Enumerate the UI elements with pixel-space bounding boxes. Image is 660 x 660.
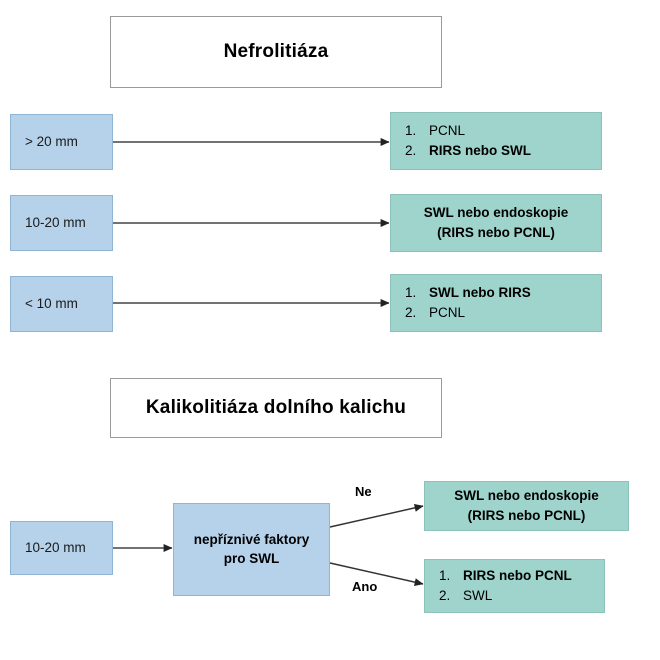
outcome-list: 1. PCNL 2. RIRS nebo SWL [391,121,601,160]
section-title-text: Nefrolitiáza [223,40,329,62]
outcome-item-number: 1. [439,568,451,584]
outcome-item-label: RIRS nebo PCNL [463,568,572,584]
outcome-item-number: 1. [405,123,417,139]
outcome-box-gt-20mm[interactable]: 1. PCNL 2. RIRS nebo SWL [390,112,602,170]
outcome-item-label: PCNL [429,305,466,320]
outcome-item-number: 2. [405,143,417,158]
outcome-item-number: 1. [405,285,417,301]
outcome-box-branch-no[interactable]: SWL nebo endoskopie (RIRS nebo PCNL) [424,481,629,531]
outcome-item-label: SWL [463,588,493,603]
outcome-list-item: 2. SWL [439,586,604,606]
outcome-box-branch-yes[interactable]: 1. RIRS nebo PCNL 2. SWL [424,559,605,613]
outcome-box-10-20mm[interactable]: SWL nebo endoskopie (RIRS nebo PCNL) [390,194,602,252]
section-title-nefrolitiaza: Nefrolitiáza [110,16,442,88]
input-box-lt-10mm[interactable]: < 10 mm [10,276,113,332]
input-box-label: 10-20 mm [25,214,86,230]
outcome-item-number: 2. [439,588,451,603]
outcome-line: (RIRS nebo PCNL) [467,508,586,523]
outcome-box-lt-10mm[interactable]: 1. SWL nebo RIRS 2. PCNL [390,274,602,332]
outcome-line: SWL nebo endoskopie [454,488,599,504]
input-box-label: > 20 mm [25,133,78,149]
outcome-item-number: 2. [405,305,417,320]
decision-line: pro SWL [223,550,280,566]
section-title-text: Kalikolitiáza dolního kalichu [145,396,407,418]
outcome-item-label: PCNL [429,123,466,139]
arrow-decision-no-branch [329,503,424,528]
decision-box-unfavorable-factors[interactable]: nepříznivé faktory pro SWL [173,503,330,596]
decision-line: nepříznivé faktory [193,532,310,548]
outcome-list: 1. SWL nebo RIRS 2. PCNL [391,283,601,322]
outcome-line: (RIRS nebo PCNL) [437,225,555,240]
outcome-list-item: 2. RIRS nebo SWL [405,141,601,161]
outcome-item-label: SWL nebo RIRS [429,285,531,301]
edge-label-no: Ne [355,484,372,499]
outcome-list-item: 1. PCNL [405,121,601,141]
edge-label-yes: Ano [352,579,378,594]
input-box-kalikolitiaza-10-20mm[interactable]: 10-20 mm [10,521,113,575]
input-box-10-20mm[interactable]: 10-20 mm [10,195,113,251]
outcome-list: 1. RIRS nebo PCNL 2. SWL [425,566,604,605]
outcome-list-item: 1. RIRS nebo PCNL [439,566,604,586]
input-box-label: < 10 mm [25,295,78,311]
outcome-list-item: 2. PCNL [405,303,601,323]
section-title-kalikolitiaza: Kalikolitiáza dolního kalichu [110,378,442,438]
input-box-label: 10-20 mm [25,539,86,555]
outcome-line: SWL nebo endoskopie [423,205,569,221]
outcome-item-label: RIRS nebo SWL [429,143,531,158]
input-box-gt-20mm[interactable]: > 20 mm [10,114,113,170]
outcome-list-item: 1. SWL nebo RIRS [405,283,601,303]
